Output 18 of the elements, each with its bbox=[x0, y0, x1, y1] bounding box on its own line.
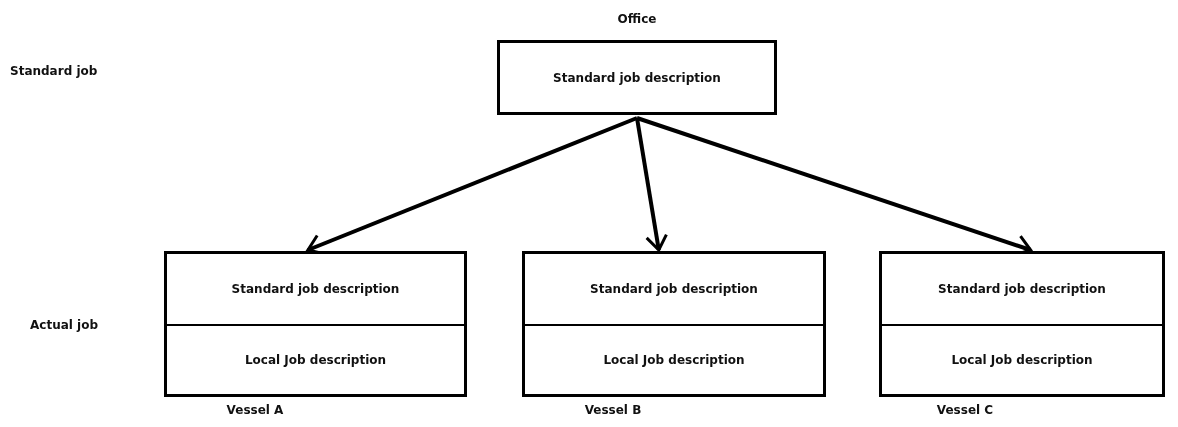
box-text: Standard job description bbox=[937, 282, 1107, 296]
vessel-box bbox=[164, 251, 467, 397]
vessel-box bbox=[879, 251, 1165, 397]
row-label: Standard job bbox=[10, 64, 98, 78]
box-caption: Vessel C bbox=[935, 403, 995, 417]
box-text: Standard job description bbox=[230, 282, 401, 296]
arrow bbox=[635, 117, 668, 252]
box-text: Local Job description bbox=[950, 353, 1094, 367]
box-text: Local Job description bbox=[602, 353, 746, 367]
box-caption: Vessel B bbox=[583, 403, 643, 417]
vessel-box bbox=[522, 251, 826, 397]
box-text: Standard job description bbox=[552, 70, 722, 85]
box-text: Local Job description bbox=[243, 353, 388, 367]
box-caption: Office bbox=[616, 12, 658, 26]
box-text: Standard job description bbox=[589, 282, 759, 296]
process-box bbox=[497, 40, 777, 115]
row-label: Actual job bbox=[30, 318, 98, 332]
box-caption: Vessel A bbox=[225, 403, 285, 417]
